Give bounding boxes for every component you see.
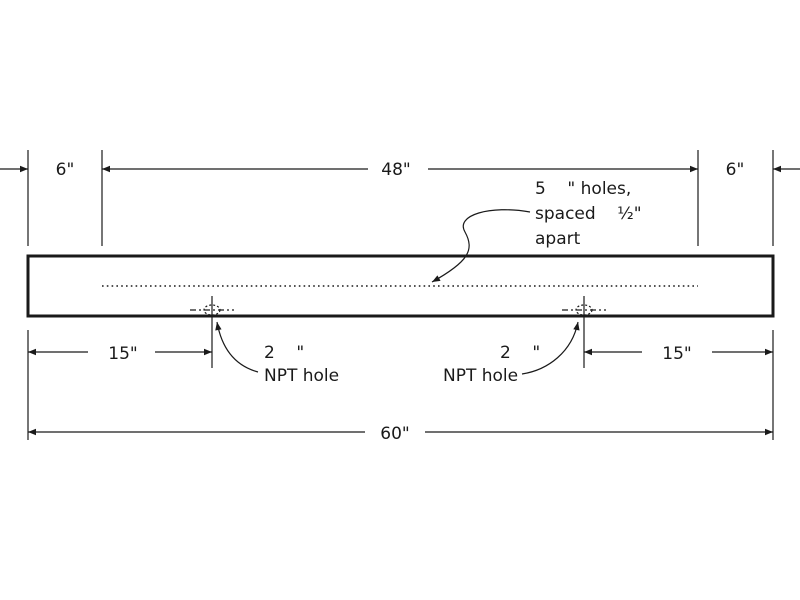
holes-note-line3: apart — [535, 229, 581, 249]
holes-note-line2: spaced ½" — [535, 204, 642, 224]
dim-label-right-end: 6" — [726, 160, 745, 180]
right-fitting-note-line2: NPT hole — [443, 366, 518, 386]
left-fitting-note-line2: NPT hole — [264, 366, 339, 386]
left-fitting-note-line1: 2 " — [264, 343, 304, 363]
left-fitting-hole — [190, 296, 234, 368]
right-fitting-note-line1: 2 " — [500, 343, 540, 363]
holes-note-line1: 5 " holes, — [535, 179, 631, 199]
dim-label-left-fitting: 15" — [108, 344, 137, 364]
pipe-body — [26, 254, 775, 318]
left-fitting-leader — [215, 321, 259, 373]
dim-label-left-end: 6" — [56, 160, 75, 180]
dim-label-hole-span: 48" — [381, 160, 410, 180]
holes-leader — [431, 209, 531, 283]
dim-label-right-fitting: 15" — [662, 344, 691, 364]
dim-label-overall: 60" — [380, 424, 409, 444]
right-fitting-hole — [562, 296, 606, 368]
right-fitting-leader — [521, 321, 580, 375]
